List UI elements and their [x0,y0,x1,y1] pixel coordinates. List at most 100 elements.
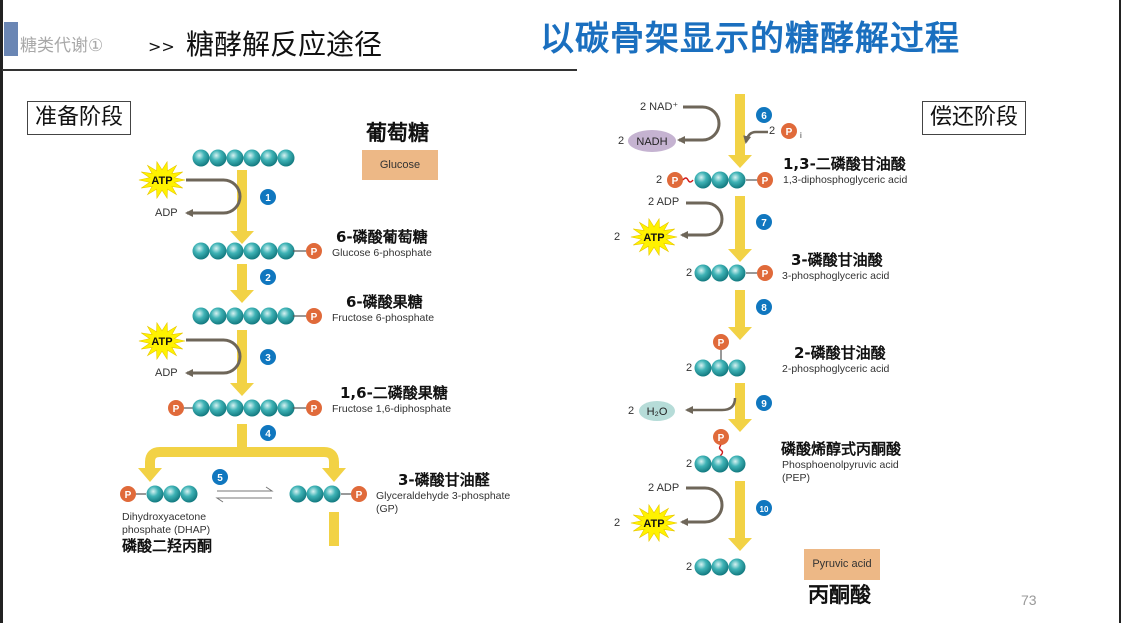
step-badge-5-number: 5 [217,473,223,484]
nadh-label: NADH [636,136,667,148]
step-badge-6 [756,107,772,123]
phosphate-label: P [786,127,793,138]
adp-atp-arrow-step7 [680,201,724,239]
atp-star-step7 [630,217,678,257]
bpg-coef: 2 [656,174,663,186]
phosphate-label: P [125,490,132,501]
reaction-arrows [138,94,752,551]
pyruvate-coef: 2 [686,561,693,573]
h2o-label: H₂O [647,406,668,418]
gap-carbon [306,485,324,503]
pep-cn-label: 磷酸烯醇式丙酮酸 [781,440,902,458]
gap-carbon [289,485,307,503]
pi-arrow [743,130,768,144]
pi-phosphate [781,123,797,139]
glucose-carbon [226,149,244,167]
slide-left-border [0,0,3,623]
nadh-ellipse [628,130,676,152]
phosphate-label: P [356,490,363,501]
phosphate-label: P [718,433,725,444]
f16bp-cn-label: 1,6-二磷酸果糖 [340,384,448,402]
g6p-carbon [209,242,227,260]
f16bp-carbon [226,399,244,417]
f6p-carbon [260,307,278,325]
pep-carbon [728,455,746,473]
arrow-step7 [735,196,745,250]
nad-label: 2 NAD⁺ [640,101,679,113]
atp-adp-arrow-step1 [185,178,242,217]
nadh-coef: 2 [618,135,625,147]
pyruvate-carbon [711,558,729,576]
f16bp-carbon [243,399,261,417]
f16bp-en-label: Fructose 1,6-diphosphate [332,403,452,415]
phosphate-label: P [718,338,725,349]
phosphate-label: P [762,176,769,187]
pi-subscript: i [800,131,802,140]
step-badge-10-number: 10 [760,505,769,514]
gap-en-label-2: (GP) [376,503,399,515]
pyruvate-box: Pyruvic acid [804,549,880,580]
g6p-carbon [243,242,261,260]
arrow-gap-continue [329,512,339,546]
atp-star-step10-label: ATP [643,518,664,530]
dhap-carbon [163,485,181,503]
f16bp-phosphate-6 [306,400,322,416]
phosphate-label: P [311,312,318,323]
step-badge-7 [756,214,772,230]
step-badge-4 [260,425,276,441]
preparatory-phase-label: 准备阶段 [27,101,132,135]
f16bp-carbon [277,399,295,417]
page-title: 糖酵解反应途径 [186,28,383,61]
dhap-carbon [180,485,198,503]
phosphate-label: P [311,247,318,258]
bpg-high-energy-bond [682,177,694,183]
page-number: 73 [1021,592,1037,608]
atp2-coef: 2 [614,517,621,529]
glucose-carbon [243,149,261,167]
gap-cn-label: 3-磷酸甘油醛 [398,471,490,489]
glucose-carbon [260,149,278,167]
arrow-step2-head [230,290,254,303]
cofactor-arrows [185,105,768,526]
atp1-coef: 2 [614,231,621,243]
g6p-carbon [277,242,295,260]
atp-star-step7-label: ATP [643,232,664,244]
f16bp-carbon [192,399,210,417]
pi-coef: 2 [769,125,776,137]
arrow-step1 [237,170,247,232]
pyruvate-carbon [728,558,746,576]
f16bp-phosphate-1 [168,400,184,416]
arrow-step6-head [728,155,752,168]
pg3-phosphate [757,265,773,281]
pg2-en-label: 2-phosphoglyceric acid [782,363,890,375]
dhap-cn-label: 磷酸二羟丙酮 [122,537,213,555]
step-badge-2-number: 2 [265,273,271,284]
step-badge-10 [756,500,772,516]
pg3-carbon [694,264,712,282]
f16bp-carbon [260,399,278,417]
pg3-cn-label: 3-磷酸甘油酸 [791,251,883,269]
arrow-step4-left-head [138,468,162,482]
arrow-step2 [237,264,247,291]
adp-atp-arrow-step10 [680,486,724,526]
glucose-carbon [277,149,295,167]
glucose-box: Glucose [362,150,438,180]
arrow-step8-head [728,327,752,340]
pyruvate-carbon [694,558,712,576]
phosphate-label: P [311,404,318,415]
arrow-step3-head [230,383,254,396]
g6p-cn-label: 6-磷酸葡萄糖 [336,228,428,246]
f6p-carbon [277,307,295,325]
f6p-carbon [192,307,210,325]
phosphate-label: P [672,176,679,187]
main-title: 以碳骨架显示的糖酵解过程 [540,19,960,59]
breadcrumb: 糖类代谢① [20,36,104,56]
bpg-carbon [711,171,729,189]
step-badge-5 [212,469,228,485]
gap-phosphate [351,486,367,502]
g6p-carbon [192,242,210,260]
